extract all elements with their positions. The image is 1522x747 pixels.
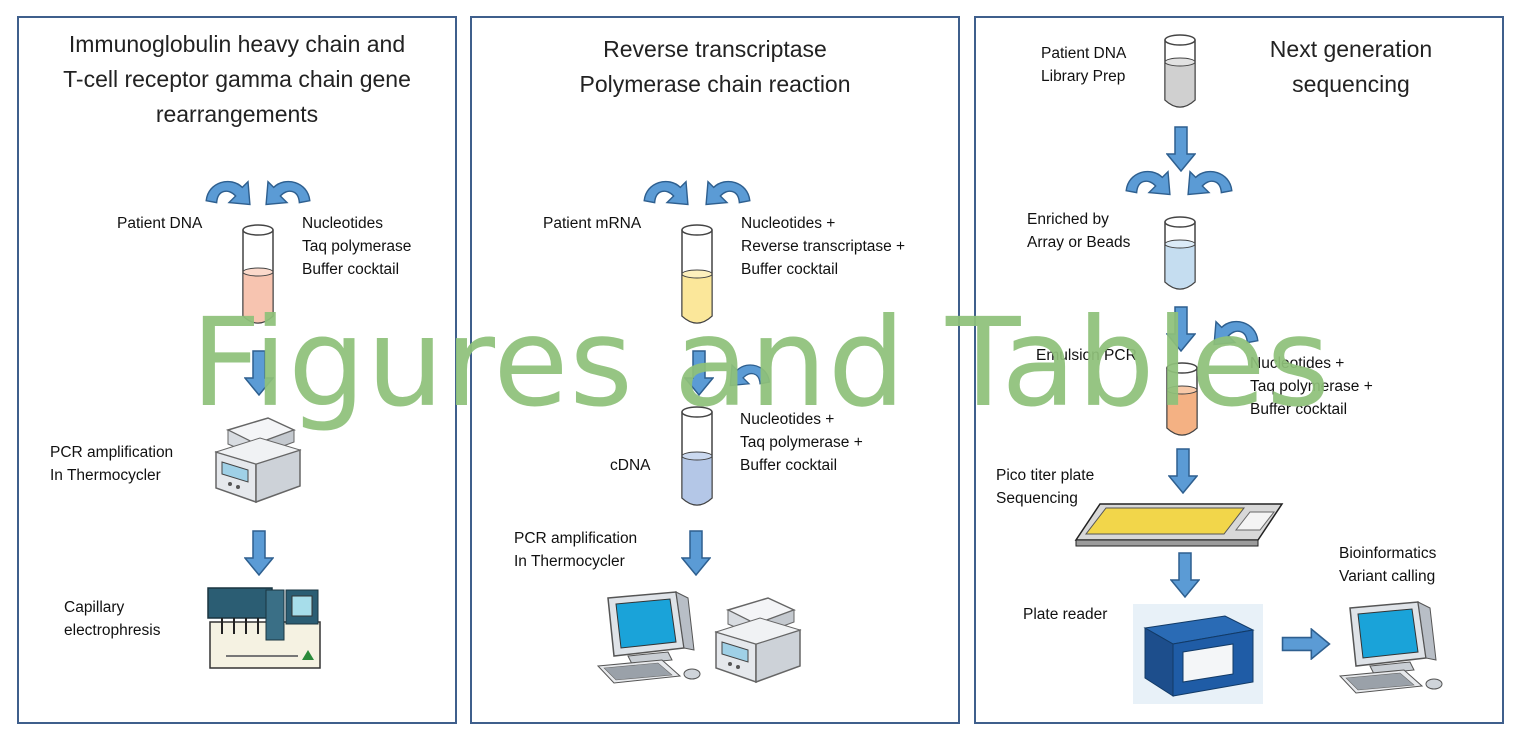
curved-arrow-right-icon: [700, 176, 754, 214]
down-arrow-icon: [244, 350, 274, 396]
curved-arrow-left-icon: [1122, 166, 1176, 204]
panel-ngs-title: Next generation sequencing: [1269, 36, 1433, 97]
curved-arrow-right-icon: [724, 360, 774, 394]
label-patient-dna: Patient DNA: [117, 215, 203, 232]
label-reagents: Nucleotides Taq polymerase Buffer cockta…: [302, 215, 412, 278]
label-enriched: Enriched by Array or Beads: [1027, 211, 1131, 251]
label-pcr-amplification: PCR amplification In Thermocycler: [50, 444, 174, 484]
down-arrow-icon: [1168, 448, 1198, 494]
test-tube-yellow-icon: [681, 224, 713, 324]
test-tube-orange-icon: [1166, 362, 1198, 436]
curved-arrow-right-icon: [1208, 316, 1262, 354]
test-tube-gray-icon: [1164, 34, 1196, 108]
right-arrow-icon: [1280, 628, 1332, 660]
label-patient-mrna: Patient mRNA: [543, 215, 642, 232]
capillary-electrophoresis-icon: [206, 582, 326, 672]
curved-arrow-left-icon: [640, 176, 694, 214]
curved-arrow-right-icon: [1182, 166, 1236, 204]
label-capillary: Capillary electrophresis: [64, 599, 161, 639]
label-cdna: cDNA: [610, 457, 651, 474]
down-arrow-icon: [1170, 552, 1200, 598]
plate-reader-icon: [1133, 604, 1263, 704]
label-reagents-taq: Nucleotides + Taq polymerase + Buffer co…: [740, 411, 863, 474]
test-tube-blue-icon: [681, 406, 713, 506]
down-arrow-icon: [1166, 306, 1196, 352]
label-library-prep: Patient DNA Library Prep: [1041, 45, 1127, 85]
thermocycler-icon: [708, 588, 808, 688]
label-reagents-rt: Nucleotides + Reverse transcriptase + Bu…: [741, 215, 906, 278]
down-arrow-icon: [244, 530, 274, 576]
thermocycler-icon: [208, 408, 308, 508]
down-arrow-icon: [681, 530, 711, 576]
panel-ig-tcr-title: Immunoglobulin heavy chain and T-cell re…: [63, 31, 411, 127]
label-pico-titer: Pico titer plate Sequencing: [996, 467, 1095, 507]
curved-arrow-right-icon: [260, 176, 314, 214]
label-pcr-amplification: PCR amplification In Thermocycler: [514, 530, 638, 570]
pico-titer-plate-icon: [1074, 500, 1284, 550]
label-emulsion-pcr: Emulsion PCR: [1036, 347, 1137, 364]
computer-icon: [588, 588, 708, 688]
label-reagents: Nucleotides + Taq polymerase + Buffer co…: [1250, 355, 1373, 418]
test-tube-pink-icon: [242, 224, 274, 324]
down-arrow-icon: [684, 350, 714, 396]
computer-icon: [1330, 598, 1450, 698]
label-plate-reader: Plate reader: [1023, 606, 1108, 623]
test-tube-lightblue-icon: [1164, 216, 1196, 290]
label-bioinformatics: Bioinformatics Variant calling: [1339, 545, 1437, 585]
panel-rt-pcr-title: Reverse transcriptase Polymerase chain r…: [579, 36, 851, 97]
curved-arrow-left-icon: [202, 176, 256, 214]
panel-rt-pcr: [470, 16, 960, 724]
